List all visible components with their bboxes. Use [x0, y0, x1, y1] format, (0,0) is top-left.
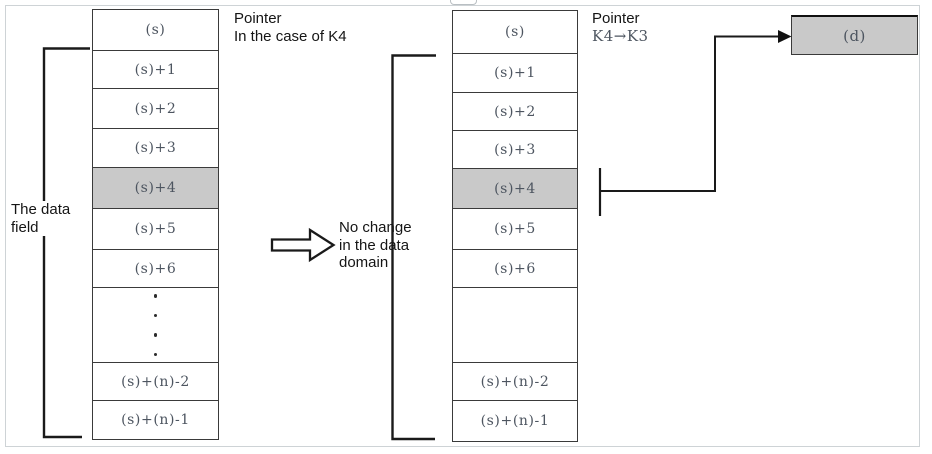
pointer-left-label: Pointer In the case of K4 [234, 10, 347, 45]
memory-cell: (s)+1 [93, 51, 218, 89]
ellipsis-dot [153, 294, 158, 298]
data-field-line2: field [11, 218, 39, 236]
memory-cell: (s)+4 [93, 168, 218, 209]
memory-cell-label: (s)+2 [494, 103, 536, 120]
ellipsis-dot [153, 313, 158, 317]
data-field-line1: The data [11, 201, 71, 218]
pointer-right-label: Pointer K4→K3 [592, 10, 649, 45]
memory-cell: (s) [93, 10, 218, 51]
destination-box: (d) [791, 15, 918, 55]
pointer-right-subtitle: K4→K3 [592, 26, 649, 45]
memory-cell-label: (s)+6 [134, 260, 177, 277]
no-change-line2: in the data [339, 236, 410, 254]
memory-cell: (s)+3 [93, 129, 218, 168]
memory-column-source-before: (s) (s)+1 (s)+2 (s)+3 (s)+4 (s)+5 (s)+6 (s)+(n)… [92, 9, 219, 440]
memory-cell-label: (s)+2 [134, 100, 177, 117]
memory-cell-label: (s)+(n)-1 [480, 413, 550, 429]
no-change-label: No change in the data domain [339, 219, 412, 272]
memory-cell-label: (s)+6 [494, 260, 536, 277]
ellipsis-dot [153, 333, 158, 337]
memory-cell: (s)+6 [93, 250, 218, 288]
memory-cell: (s)+5 [453, 209, 577, 250]
cropped-element-fragment [450, 0, 477, 5]
memory-column-source-after: (s) (s)+1 (s)+2 (s)+3 (s)+4 (s)+5 (s)+6 (s)+(n)… [452, 10, 578, 442]
memory-cell-label: (s)+(n)-2 [480, 373, 550, 390]
memory-cell-label: (s) [505, 24, 525, 40]
memory-cell: (s)+2 [93, 89, 218, 129]
memory-cell-label: (s)+3 [134, 140, 177, 156]
destination-box-label: (d) [843, 26, 866, 45]
memory-cell: (s)+(n)-1 [453, 401, 577, 441]
no-change-line1: No change [339, 219, 412, 236]
memory-cell-label: (s)+1 [134, 61, 177, 78]
pointer-right-title: Pointer [592, 10, 640, 27]
memory-cell-label: (s)+(n)-2 [121, 373, 190, 390]
memory-cell-label: (s)+1 [494, 65, 536, 81]
pointer-left-title: Pointer [234, 10, 282, 27]
memory-cell: (s)+1 [453, 54, 577, 93]
memory-cell: (s)+3 [453, 131, 577, 169]
data-field-label: The data field [9, 201, 73, 236]
memory-cell-label: (s) [145, 22, 166, 38]
figure-frame [5, 5, 920, 447]
memory-cell: (s)+(n)-2 [453, 363, 577, 401]
memory-cell-label: (s)+5 [494, 221, 536, 237]
no-change-line3: domain [339, 254, 389, 271]
memory-cell: (s)+(n)-2 [93, 363, 218, 401]
memory-cell: (s)+2 [453, 93, 577, 131]
memory-cell-label: (s)+5 [134, 221, 177, 237]
memory-cell-label: (s)+(n)-1 [121, 412, 190, 428]
memory-cell: (s)+4 [453, 169, 577, 209]
memory-cell-label: (s)+4 [494, 180, 536, 197]
memory-cell-dots [93, 288, 218, 363]
memory-cell-label: (s)+4 [134, 180, 177, 196]
memory-cell: (s) [453, 11, 577, 54]
pointer-left-subtitle: In the case of K4 [234, 27, 347, 45]
memory-cell-label: (s)+3 [494, 141, 536, 158]
memory-cell: (s)+6 [453, 250, 577, 288]
memory-cell: (s)+5 [93, 209, 218, 250]
memory-cell: (s)+(n)-1 [93, 401, 218, 439]
memory-cell-empty [453, 288, 577, 363]
ellipsis-dot [153, 352, 158, 356]
